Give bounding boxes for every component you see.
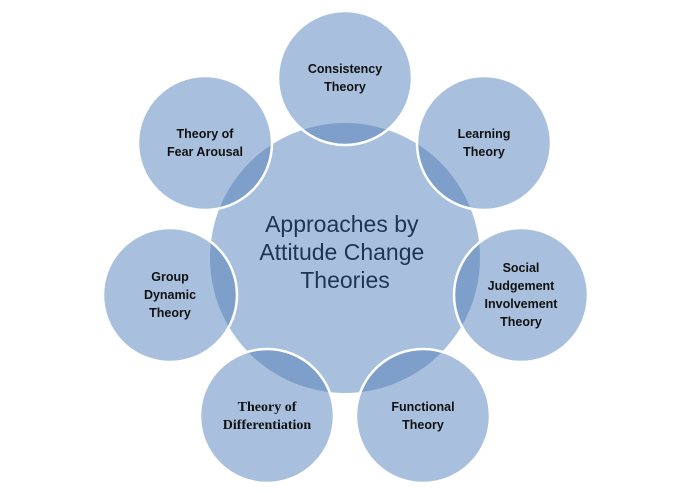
- differentiation-label: Theory of Differentiation: [223, 400, 312, 433]
- learning-label-line: Learning: [458, 127, 511, 141]
- group-dynamic-label-line: Theory: [149, 306, 191, 320]
- fear-arousal-overlap: [210, 123, 272, 210]
- group-dynamic-label-line: Dynamic: [144, 288, 196, 302]
- functional-label-line: Theory: [402, 418, 444, 432]
- center-circle: [210, 123, 480, 393]
- social-judgement-outline: [452, 226, 590, 364]
- social-judgement-label-line: Social: [503, 261, 540, 275]
- learning-overlap: [417, 123, 480, 210]
- center-label-line: Theories: [300, 267, 389, 293]
- consistency-label-line: Consistency: [308, 62, 382, 76]
- social-judgement-label-line: Judgement: [488, 279, 556, 293]
- differentiation-outline: [198, 347, 336, 485]
- fear-arousal-outline: [136, 74, 274, 212]
- fear-arousal-label: Theory of Fear Arousal: [167, 127, 243, 159]
- group-dynamic-circle: [103, 228, 237, 362]
- center-label-line: Attitude Change: [259, 239, 424, 265]
- social-judgement-label-line: Theory: [500, 315, 542, 329]
- fear-arousal-label-line: Theory of: [177, 127, 235, 141]
- social-judgement-circle: [454, 228, 588, 362]
- fear-arousal-label-line: Fear Arousal: [167, 145, 243, 159]
- consistency-outline: [276, 9, 414, 147]
- differentiation-label-line: Theory of: [238, 400, 297, 415]
- differentiation-label-line: Differentiation: [223, 418, 312, 433]
- consistency-label-line: Theory: [324, 80, 366, 94]
- group-dynamic-outline: [101, 226, 239, 364]
- functional-outline: [354, 347, 492, 485]
- consistency-circle: [278, 11, 412, 145]
- group-dynamic-label-line: Group: [151, 270, 189, 284]
- learning-label-line: Theory: [463, 145, 505, 159]
- functional-label-line: Functional: [391, 400, 454, 414]
- center-label: Approaches by Attitude Change Theories: [259, 211, 430, 293]
- center-label-line: Approaches by: [265, 211, 419, 237]
- social-judgement-label-line: Involvement: [485, 297, 559, 311]
- learning-outline: [415, 74, 553, 212]
